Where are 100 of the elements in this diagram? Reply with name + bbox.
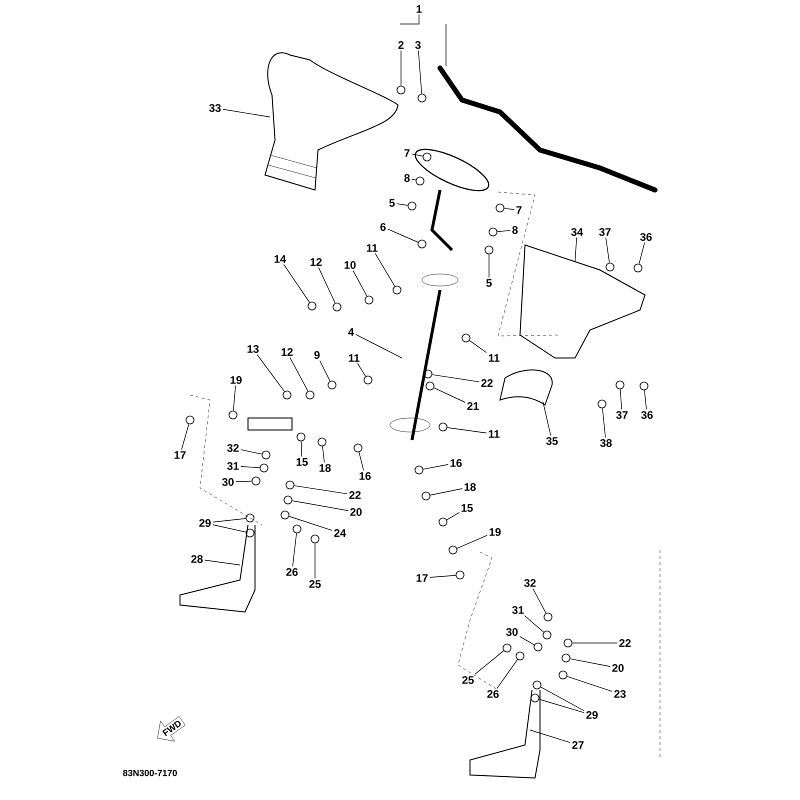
part-drawing <box>280 510 290 520</box>
leader-line <box>294 485 348 494</box>
part-drawing <box>496 204 504 212</box>
leader-line <box>256 354 285 392</box>
callout-number: 15 <box>296 458 308 466</box>
callout-number: 36 <box>640 233 652 241</box>
callout-number: 26 <box>286 568 298 576</box>
callout-number: 5 <box>486 279 492 287</box>
callout-number: 28 <box>191 555 203 563</box>
leader-line <box>283 264 310 303</box>
callout-number: 30 <box>222 478 234 486</box>
part-drawing <box>448 546 458 554</box>
part-drawing <box>292 524 302 534</box>
part-drawing <box>542 630 552 640</box>
part-drawing <box>634 264 642 272</box>
leader-line <box>357 363 366 377</box>
leader-line <box>240 466 260 468</box>
callout-number: 17 <box>416 574 428 582</box>
leader-line <box>542 402 552 436</box>
callout-number: 25 <box>462 676 474 684</box>
callout-number: 22 <box>349 491 361 499</box>
leader-line <box>358 452 364 471</box>
callout-number: 27 <box>572 741 584 749</box>
callout-number: 22 <box>481 379 493 387</box>
leader-line <box>374 253 396 287</box>
callout-number: 37 <box>616 411 628 419</box>
leader-line <box>434 388 466 403</box>
part-drawing <box>488 228 498 236</box>
callout-number: 23 <box>614 690 626 698</box>
part-drawing <box>396 86 406 94</box>
part-drawing <box>598 400 606 408</box>
callout-number: 3 <box>415 41 421 49</box>
callout-number: 11 <box>488 430 500 438</box>
callout-number: 16 <box>360 472 371 480</box>
part-drawing <box>426 382 434 390</box>
callout-number: 7 <box>404 149 410 157</box>
part-drawing <box>318 438 326 446</box>
leader-line <box>400 50 402 86</box>
part-drawing <box>456 570 464 580</box>
leader-line <box>447 427 487 434</box>
callout-number: 11 <box>348 354 360 362</box>
leader-line <box>400 14 446 66</box>
part-drawing <box>424 370 432 378</box>
callout-number: 13 <box>248 345 259 353</box>
part-drawing <box>354 444 362 452</box>
part-drawing <box>502 644 512 652</box>
leader-line <box>290 357 308 392</box>
leader-line <box>318 267 336 304</box>
leader-line <box>474 650 504 675</box>
leader-line <box>540 686 585 712</box>
callout-number: 25 <box>309 580 321 588</box>
leader-line <box>235 480 252 482</box>
part-drawing <box>606 262 614 272</box>
callout-number: 21 <box>467 402 479 410</box>
part-drawing <box>616 380 624 390</box>
part-drawing <box>418 94 426 102</box>
part-drawing <box>414 466 424 474</box>
callout-number: 22 <box>619 639 631 647</box>
part-drawing <box>286 480 294 490</box>
callout-number: 18 <box>320 464 331 472</box>
callout-number: 8 <box>404 174 410 182</box>
leader-line <box>319 360 330 382</box>
part-drawing <box>484 246 494 254</box>
callout-number: 31 <box>512 606 524 614</box>
part-drawing <box>392 286 402 294</box>
part-drawing <box>544 612 552 622</box>
callout-number: 16 <box>450 459 462 467</box>
part-drawing <box>534 642 542 652</box>
part-drawing <box>246 528 254 538</box>
leader-line <box>288 516 333 531</box>
part-drawing <box>262 450 270 460</box>
leader-line <box>524 615 544 632</box>
callout-number: 5 <box>389 199 395 207</box>
callout-number: 12 <box>282 348 293 356</box>
leader-line <box>504 208 515 210</box>
leader-line <box>638 242 645 264</box>
leader-line <box>322 446 325 463</box>
part-drawing <box>530 694 540 702</box>
part-drawing <box>364 296 374 304</box>
leader-line <box>222 108 270 118</box>
callout-number: 19 <box>230 376 242 384</box>
callout-number: 2 <box>398 41 404 49</box>
leader-line <box>396 203 408 206</box>
part-drawing <box>306 390 314 400</box>
leader-line <box>355 334 402 358</box>
callout-number: 32 <box>524 579 536 587</box>
leader-line <box>446 512 460 520</box>
leader-line <box>456 535 488 549</box>
callout-number: 24 <box>334 529 346 537</box>
part-drawing <box>462 334 470 342</box>
part-drawing <box>516 652 524 660</box>
callout-number: 36 <box>641 411 653 419</box>
part-drawing <box>408 202 416 210</box>
leader-line <box>411 178 416 180</box>
leader-line <box>212 518 246 522</box>
callout-number: 10 <box>344 261 356 269</box>
part-drawing <box>228 410 238 420</box>
callout-number: 7 <box>516 206 522 214</box>
part-drawing <box>308 302 316 310</box>
callout-number: 14 <box>274 255 286 263</box>
